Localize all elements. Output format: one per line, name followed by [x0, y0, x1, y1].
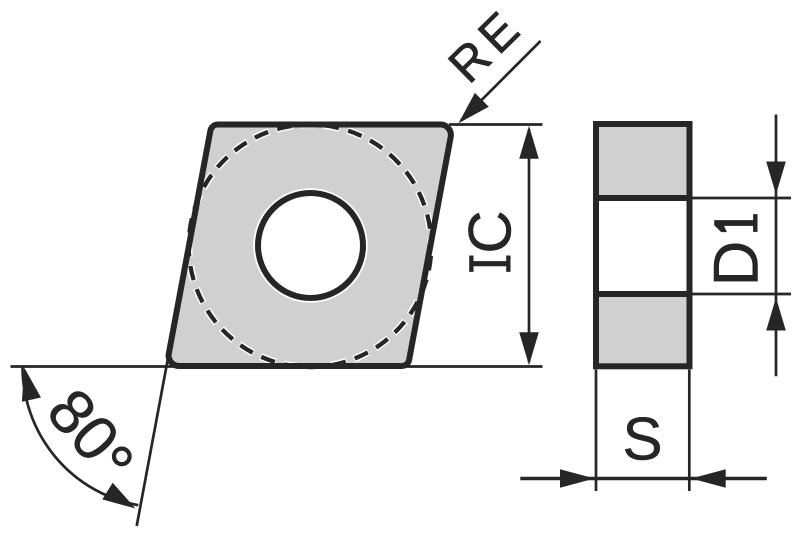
svg-text:D: D — [702, 241, 772, 287]
svg-text:C: C — [457, 210, 524, 253]
svg-text:S: S — [622, 405, 662, 472]
